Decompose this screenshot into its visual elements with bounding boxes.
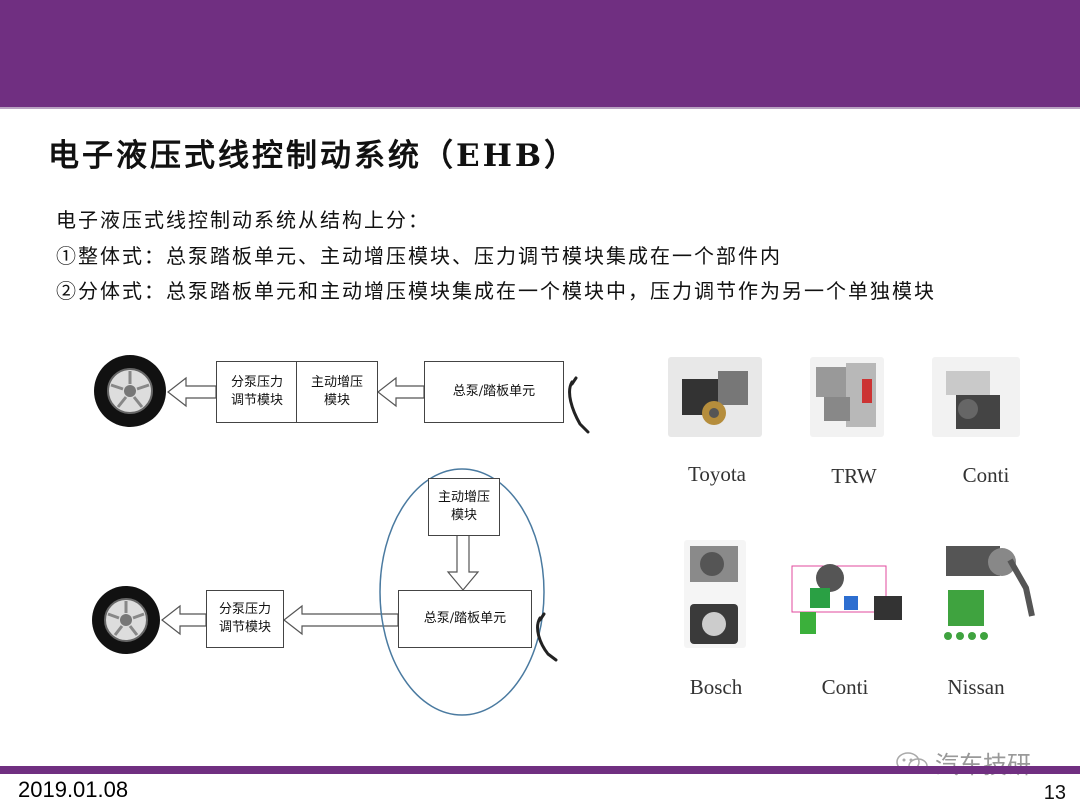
booster-module-box-top: 主动增压模块 — [296, 361, 378, 423]
slide-date: 2019.01.08 — [18, 777, 129, 802]
box-label: 调节模块 — [230, 393, 283, 408]
box-label: 分泵压力 — [230, 375, 283, 390]
header-divider — [0, 107, 1080, 109]
point-integrated: ①整体式：总泵踏板单元、主动增压模块、压力调节模块集成在一个部件内 — [56, 244, 782, 268]
caption-conti-1: Conti — [962, 463, 1010, 487]
box-label: 调节模块 — [218, 620, 271, 635]
pedal-icon-bottom — [536, 612, 558, 662]
master-pedal-box-top: 总泵/踏板单元 — [424, 361, 564, 423]
box-label: 主动增压 — [437, 490, 490, 505]
arrow-left-top2 — [377, 376, 425, 408]
page-number: 13 — [1043, 782, 1066, 804]
header-bar — [0, 0, 1080, 107]
box-label: 模块 — [323, 393, 350, 408]
conti-unit-image-2 — [790, 548, 914, 636]
wheel-icon-bottom — [92, 586, 160, 654]
ellipse-outline — [379, 468, 545, 716]
wheel-icon-top — [94, 355, 166, 427]
box-label: 主动增压 — [310, 375, 363, 390]
arrow-down — [446, 534, 480, 591]
pressure-module-box-top: 分泵压力调节模块 — [216, 361, 298, 423]
trw-unit-image — [810, 357, 884, 437]
slide-title: 电子液压式线控制动系统（EHB） — [48, 138, 579, 174]
bosch-unit-image — [684, 540, 746, 648]
caption-trw: TRW — [831, 464, 877, 488]
pedal-icon-top — [568, 376, 590, 434]
nissan-unit-image — [940, 540, 1040, 646]
arrow-left-top1 — [167, 376, 217, 408]
footer-bar — [0, 766, 1080, 774]
arrow-left-bottom2 — [283, 604, 399, 636]
caption-conti-2: Conti — [821, 675, 869, 699]
caption-toyota: Toyota — [687, 462, 747, 486]
box-label: 分泵压力 — [218, 602, 271, 617]
conti-unit-image-1 — [932, 357, 1020, 437]
pressure-module-box-bottom: 分泵压力调节模块 — [206, 590, 284, 648]
caption-bosch: Bosch — [689, 675, 743, 699]
intro-text: 电子液压式线控制动系统从结构上分： — [56, 208, 430, 232]
box-label: 总泵/踏板单元 — [452, 384, 536, 399]
toyota-unit-image — [668, 357, 762, 437]
watermark-text: 汽车技研 — [935, 751, 1031, 779]
box-label: 总泵/踏板单元 — [423, 611, 507, 626]
box-label: 模块 — [450, 508, 477, 523]
caption-nissan: Nissan — [947, 675, 1005, 699]
point-split: ②分体式：总泵踏板单元和主动增压模块集成在一个模块中，压力调节作为另一个单独模块 — [56, 279, 936, 303]
master-pedal-box-bottom: 总泵/踏板单元 — [398, 590, 532, 648]
arrow-left-bottom1 — [161, 604, 207, 636]
watermark: 汽车技研 — [895, 745, 1031, 780]
booster-module-box-bottom: 主动增压模块 — [428, 478, 500, 536]
